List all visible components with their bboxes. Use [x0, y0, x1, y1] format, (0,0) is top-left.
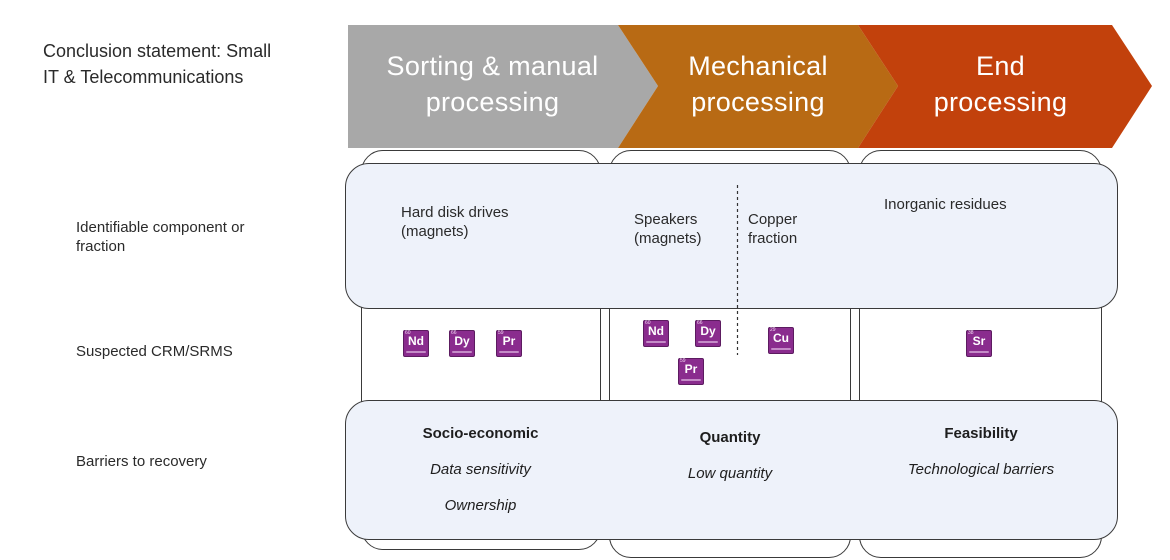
element-symbol: Nd [408, 334, 424, 348]
process-chevrons [348, 25, 1152, 148]
row-label-barriers: Barriers to recovery [76, 453, 207, 470]
element-number: 38 [968, 330, 974, 336]
element-symbol: Dy [700, 324, 716, 338]
stage-label-end: End processing [933, 51, 1068, 117]
component-inorganic: Inorganic residues [884, 196, 1007, 213]
stage-label-sorting: Sorting & manual processing [386, 51, 599, 117]
element-symbol: Dy [454, 334, 470, 348]
element-name-bar [499, 351, 519, 353]
element-tile: 59 Pr [496, 330, 522, 357]
barrier-item-technological: Technological barriers [907, 461, 1055, 478]
element-tile: 66 Dy [695, 320, 721, 347]
barrier-title-quantity: Quantity [699, 429, 761, 446]
component-hdd: Hard disk drives (magnets) [401, 204, 509, 240]
component-panel [345, 163, 1118, 309]
element-name-bar [698, 341, 718, 343]
stage-chevron-sorting [348, 25, 658, 148]
stage-label-mechanical: Mechanical processing [688, 51, 828, 117]
barrier-title-socio-economic: Socio-economic [422, 425, 539, 442]
element-number: 29 [770, 327, 776, 333]
conclusion-statement: Conclusion statement: Small IT & Telecom… [43, 41, 272, 87]
element-number: 66 [451, 330, 457, 336]
element-number: 60 [645, 320, 651, 326]
element-name-bar [646, 341, 666, 343]
element-number: 60 [405, 330, 411, 336]
element-tile: 60 Nd [403, 330, 429, 357]
element-symbol: Sr [972, 334, 986, 348]
barrier-item-data-sensitivity: Data sensitivity [430, 461, 531, 478]
element-name-bar [771, 348, 791, 350]
fraction-divider [736, 185, 739, 355]
element-name-bar [452, 351, 472, 353]
barrier-item-ownership: Ownership [444, 497, 517, 514]
element-symbol: Nd [648, 324, 664, 338]
element-name-bar [681, 379, 701, 381]
row-label-component: Identifiable component or fraction [76, 219, 245, 255]
element-name-bar [406, 351, 426, 353]
element-symbol: Pr [502, 334, 516, 348]
element-number: 59 [680, 358, 686, 364]
row-label-crm: Suspected CRM/SRMS [76, 343, 233, 360]
barriers-panel [345, 400, 1118, 540]
element-tile: 38 Sr [966, 330, 992, 357]
element-symbol: Pr [684, 362, 698, 376]
element-tile: 29 Cu [768, 327, 794, 354]
element-name-bar [969, 351, 989, 353]
stage-chevron-end [858, 25, 1152, 148]
stage-chevron-mechanical [598, 25, 898, 148]
element-tile: 60 Nd [643, 320, 669, 347]
barrier-item-low-quantity: Low quantity [687, 465, 773, 482]
component-speakers: Speakers (magnets) [634, 211, 702, 247]
component-copper: Copper fraction [748, 211, 798, 247]
element-tile: 66 Dy [449, 330, 475, 357]
barrier-title-feasibility: Feasibility [944, 425, 1018, 442]
element-number: 59 [498, 330, 504, 336]
element-symbol: Cu [773, 331, 789, 345]
element-number: 66 [697, 320, 703, 326]
element-tile: 59 Pr [678, 358, 704, 385]
